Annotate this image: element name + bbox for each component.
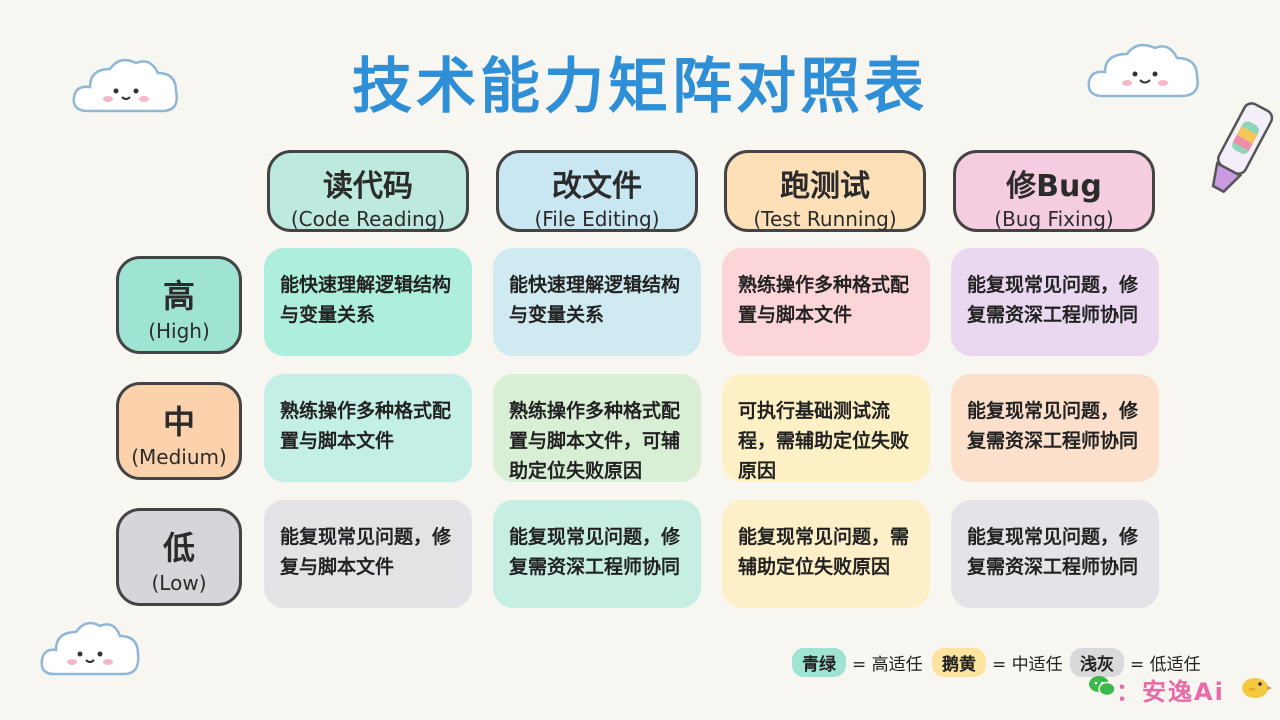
watermark-text: ：安逸Ai — [1116, 678, 1225, 706]
column-header-zh: 读代码 — [323, 169, 413, 204]
column-header-zh: 跑测试 — [780, 169, 870, 204]
wechat-icon — [1089, 676, 1116, 697]
column-header-en: (Bug Fixing) — [994, 207, 1114, 231]
matrix-cell: 能复现常见问题，修复需资深工程师协同 — [493, 500, 701, 608]
matrix-cell: 能快速理解逻辑结构与变量关系 — [493, 248, 701, 356]
legend-swatch-label: 鹅黄 — [932, 648, 986, 677]
row-label-en: (Low) — [151, 571, 207, 595]
column-header-en: (Test Running) — [753, 207, 897, 231]
legend-item-low: 浅灰 = 低适任 — [1070, 648, 1201, 677]
bird-icon — [1242, 678, 1272, 698]
matrix-cell: 能复现常见问题，修复与脚本文件 — [264, 500, 472, 608]
row-label-high: 高 (High) — [116, 256, 242, 354]
legend-item-medium: 鹅黄 = 中适任 — [932, 648, 1063, 677]
crayon-icon — [1211, 102, 1274, 194]
column-header-test-running: 跑测试 (Test Running) — [724, 150, 926, 232]
column-header-zh: 修Bug — [1006, 169, 1102, 204]
matrix-cell: 能快速理解逻辑结构与变量关系 — [264, 248, 472, 356]
column-header-en: (Code Reading) — [290, 207, 446, 231]
matrix-cell: 能复现常见问题，修复需资深工程师协同 — [951, 500, 1159, 608]
column-header-bug-fixing: 修Bug (Bug Fixing) — [953, 150, 1155, 232]
row-label-en: (High) — [148, 319, 210, 343]
column-header-en: (File Editing) — [534, 207, 660, 231]
legend-swatch-label: 浅灰 — [1070, 648, 1124, 677]
row-label-medium: 中 (Medium) — [116, 382, 242, 480]
legend-value: = 低适任 — [1130, 655, 1201, 675]
cloud-icon — [1087, 43, 1199, 98]
matrix-cell: 能复现常见问题，修复需资深工程师协同 — [951, 248, 1159, 356]
row-label-zh: 中 — [162, 403, 195, 441]
row-label-low: 低 (Low) — [116, 508, 242, 606]
page-title: 技术能力矩阵对照表 — [352, 52, 928, 122]
row-label-en: (Medium) — [131, 445, 227, 469]
cloud-icon — [72, 58, 178, 113]
legend-value: = 中适任 — [992, 655, 1063, 675]
matrix-cell: 熟练操作多种格式配置与脚本文件 — [264, 374, 472, 482]
matrix-cell: 可执行基础测试流程，需辅助定位失败原因 — [722, 374, 930, 482]
matrix-cell: 能复现常见问题，修复需资深工程师协同 — [951, 374, 1159, 482]
legend-swatch-label: 青绿 — [792, 648, 846, 677]
legend-value: = 高适任 — [852, 655, 923, 675]
matrix-cell: 熟练操作多种格式配置与脚本文件 — [722, 248, 930, 356]
matrix-cell: 熟练操作多种格式配置与脚本文件，可辅助定位失败原因 — [493, 374, 701, 482]
row-label-zh: 高 — [162, 277, 195, 315]
row-label-zh: 低 — [162, 529, 195, 567]
legend-item-high: 青绿 = 高适任 — [792, 648, 923, 677]
column-header-code-reading: 读代码 (Code Reading) — [267, 150, 469, 232]
column-header-zh: 改文件 — [552, 169, 642, 204]
matrix-cell: 能复现常见问题，需辅助定位失败原因 — [722, 500, 930, 608]
column-header-file-editing: 改文件 (File Editing) — [496, 150, 698, 232]
cloud-icon — [40, 621, 140, 676]
